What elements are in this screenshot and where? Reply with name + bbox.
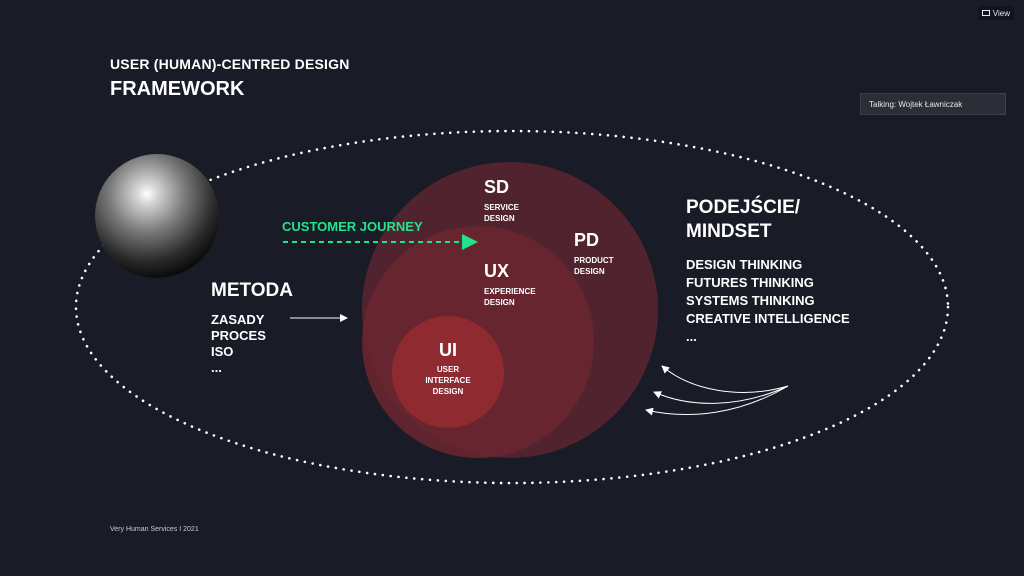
mindset-item: CREATIVE INTELLIGENCE [686, 311, 850, 326]
ui-desc-line: DESIGN [432, 387, 464, 396]
sd-desc-line: DESIGN [484, 214, 515, 223]
mindset-item: DESIGN THINKING [686, 257, 803, 272]
ui-description: USER INTERFACE DESIGN [408, 364, 488, 397]
metoda-list: ZASADY PROCES ISO ... [211, 312, 266, 376]
slide-title: USER (HUMAN)-CENTRED DESIGN [110, 56, 350, 72]
slide-footer: Very Human Services I 2021 [110, 526, 199, 533]
pd-desc-line: PRODUCT [574, 256, 614, 265]
mindset-item: SYSTEMS THINKING [686, 293, 815, 308]
view-button-label: View [992, 8, 1010, 18]
sd-desc-line: SERVICE [484, 203, 519, 212]
pd-description: PRODUCT DESIGN [574, 255, 614, 277]
sphere-image [95, 154, 219, 278]
ux-abbr: UX [484, 261, 510, 281]
talking-indicator-label: Talking: Wojtek Ławniczak [869, 100, 963, 109]
slide-subtitle: FRAMEWORK [110, 78, 245, 100]
mindset-arrows [645, 365, 789, 416]
ui-desc-line: USER [436, 365, 460, 374]
metoda-item: ZASADY [211, 312, 265, 327]
customer-journey-label: CUSTOMER JOURNEY [282, 219, 423, 234]
orbit-ellipse [74, 129, 950, 485]
metoda-item: PROCES [211, 328, 266, 343]
metoda-title: METODA [211, 280, 293, 301]
talking-indicator: Talking: Wojtek Ławniczak [860, 93, 1006, 115]
mindset-title-line: MINDSET [686, 221, 772, 242]
ux-description: EXPERIENCE DESIGN [484, 286, 536, 308]
mindset-title-line: PODEJŚCIE/ [686, 197, 801, 218]
ux-desc-line: DESIGN [484, 298, 515, 307]
sd-abbr: SD [484, 177, 510, 197]
ux-desc-line: EXPERIENCE [484, 287, 536, 296]
ui-abbr: UI [439, 340, 457, 360]
metoda-item: ... [211, 360, 222, 375]
view-grid-icon [981, 10, 990, 16]
ui-desc-line: INTERFACE [425, 376, 471, 385]
pd-desc-line: DESIGN [574, 267, 605, 276]
ui-circle [392, 316, 504, 428]
metoda-item: ISO [211, 344, 234, 359]
pd-abbr: PD [574, 230, 600, 250]
sd-description: SERVICE DESIGN [484, 202, 519, 224]
view-button[interactable]: View [977, 6, 1014, 20]
mindset-title: PODEJŚCIE/ MINDSET [686, 196, 800, 244]
mindset-item: FUTURES THINKING [686, 275, 814, 290]
mindset-item: ... [686, 329, 697, 344]
mindset-list: DESIGN THINKING FUTURES THINKING SYSTEMS… [686, 256, 850, 346]
